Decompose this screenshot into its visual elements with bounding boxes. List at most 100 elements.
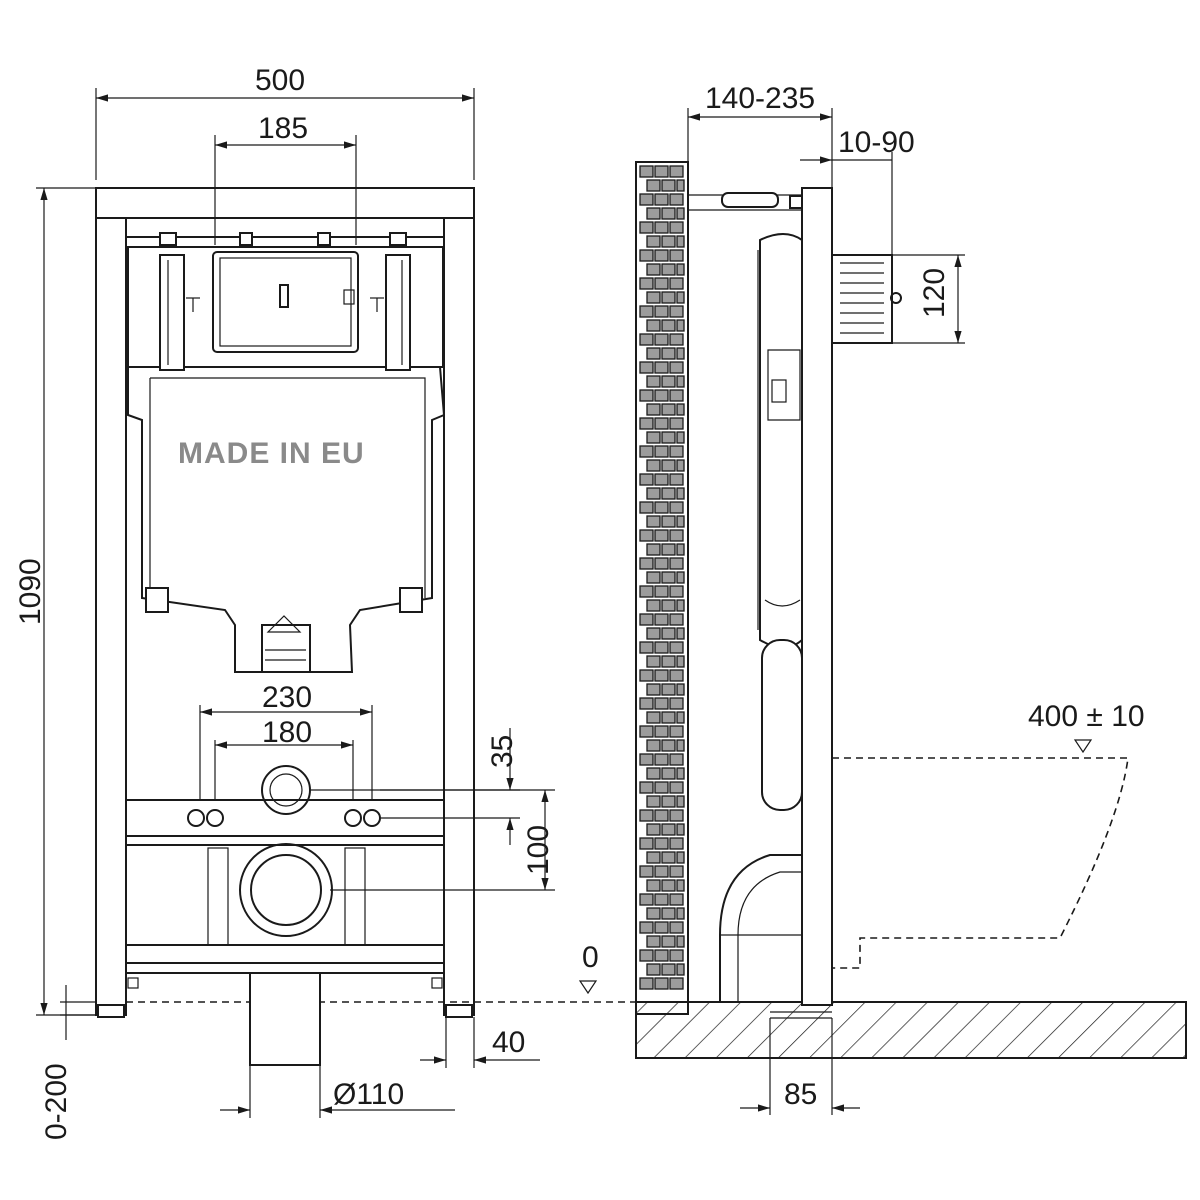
brick	[669, 809, 684, 822]
brick	[639, 977, 654, 990]
brick	[661, 207, 676, 220]
made-in-stamp: MADE IN EU	[178, 437, 365, 470]
brick	[676, 851, 685, 864]
brick	[639, 165, 654, 178]
brick	[661, 935, 676, 948]
brick	[669, 949, 684, 962]
brick	[676, 375, 685, 388]
brick	[639, 277, 654, 290]
brick	[676, 263, 685, 276]
brick	[661, 795, 676, 808]
brick	[654, 697, 669, 710]
brick	[676, 179, 685, 192]
brick	[661, 375, 676, 388]
brick	[646, 571, 661, 584]
brick	[661, 263, 676, 276]
drain-connection	[125, 843, 445, 974]
brick	[669, 557, 684, 570]
side-view: 140-235 10-90 120 400 ± 10 0 85	[578, 82, 1187, 1115]
brick	[661, 487, 676, 500]
brick	[661, 179, 676, 192]
brick	[661, 963, 676, 976]
brick	[654, 361, 669, 374]
brick	[639, 529, 654, 542]
brick	[654, 781, 669, 794]
brick	[654, 837, 669, 850]
brick	[669, 221, 684, 234]
brick	[669, 893, 684, 906]
brick	[654, 557, 669, 570]
brick	[676, 767, 685, 780]
brick	[646, 347, 661, 360]
brick	[646, 515, 661, 528]
brick	[676, 347, 685, 360]
brick	[654, 585, 669, 598]
flush-button-box	[831, 254, 902, 344]
brick	[646, 907, 661, 920]
brick	[639, 389, 654, 402]
brick	[639, 585, 654, 598]
brick	[646, 935, 661, 948]
brick	[639, 193, 654, 206]
brick	[669, 837, 684, 850]
brick	[669, 753, 684, 766]
brick	[676, 235, 685, 248]
brick	[639, 949, 654, 962]
brick	[676, 599, 685, 612]
brick	[661, 655, 676, 668]
brick	[676, 963, 685, 976]
brick	[639, 221, 654, 234]
dim-height-adjust: 0-200	[40, 1063, 73, 1140]
brick	[676, 319, 685, 332]
brick	[654, 949, 669, 962]
brick	[669, 305, 684, 318]
brick	[669, 445, 684, 458]
brick	[669, 781, 684, 794]
brick	[669, 697, 684, 710]
brick	[661, 459, 676, 472]
brick	[646, 179, 661, 192]
brick	[661, 235, 676, 248]
brick	[661, 879, 676, 892]
dim-foot-width: 40	[492, 1026, 525, 1059]
brick	[676, 795, 685, 808]
drain-bend	[719, 854, 802, 1003]
brick	[661, 823, 676, 836]
brick	[661, 319, 676, 332]
brick	[646, 823, 661, 836]
brick	[646, 431, 661, 444]
brick	[676, 907, 685, 920]
brick	[654, 165, 669, 178]
brick	[646, 403, 661, 416]
brick	[654, 249, 669, 262]
brick	[639, 921, 654, 934]
brick	[639, 697, 654, 710]
brick	[646, 543, 661, 556]
brick	[654, 417, 669, 430]
brick	[676, 207, 685, 220]
brick	[661, 739, 676, 752]
brick	[661, 347, 676, 360]
brick	[669, 641, 684, 654]
drain-pipe	[249, 972, 321, 1066]
brick	[676, 543, 685, 556]
brick	[676, 291, 685, 304]
brick	[676, 571, 685, 584]
brick	[669, 473, 684, 486]
cistern-tank	[127, 232, 446, 673]
brick	[639, 893, 654, 906]
brick	[661, 767, 676, 780]
brick	[646, 263, 661, 276]
front-view: MADE IN EU	[14, 64, 640, 1140]
brick	[676, 487, 685, 500]
brick	[669, 417, 684, 430]
brick	[646, 655, 661, 668]
brick	[661, 543, 676, 556]
brick	[654, 977, 669, 990]
dim-pipe-diameter: Ø110	[333, 1078, 404, 1111]
flush-plate-opening	[212, 251, 359, 353]
dim-bolt-inner: 180	[262, 716, 312, 749]
brick	[639, 641, 654, 654]
brick	[661, 599, 676, 612]
